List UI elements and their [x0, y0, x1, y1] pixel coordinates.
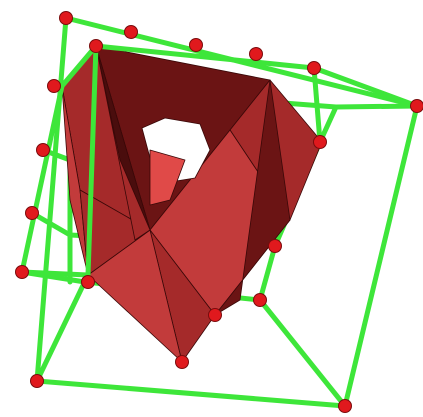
control-point [339, 400, 352, 413]
control-point [411, 100, 423, 113]
control-point [26, 207, 39, 220]
control-point [16, 266, 29, 279]
control-point [190, 39, 203, 52]
control-point [90, 40, 103, 53]
control-point [60, 12, 73, 25]
cage-edge [336, 106, 417, 107]
cage-edge [22, 272, 88, 275]
control-point [314, 136, 327, 149]
control-point [37, 144, 50, 157]
control-point [82, 276, 95, 289]
control-point [48, 80, 61, 93]
control-point [125, 26, 138, 39]
control-point [176, 356, 189, 369]
control-point [254, 294, 267, 307]
control-point [31, 375, 44, 388]
control-point [308, 62, 321, 75]
control-point [250, 48, 263, 61]
control-point [209, 309, 222, 322]
control-point [269, 240, 282, 253]
